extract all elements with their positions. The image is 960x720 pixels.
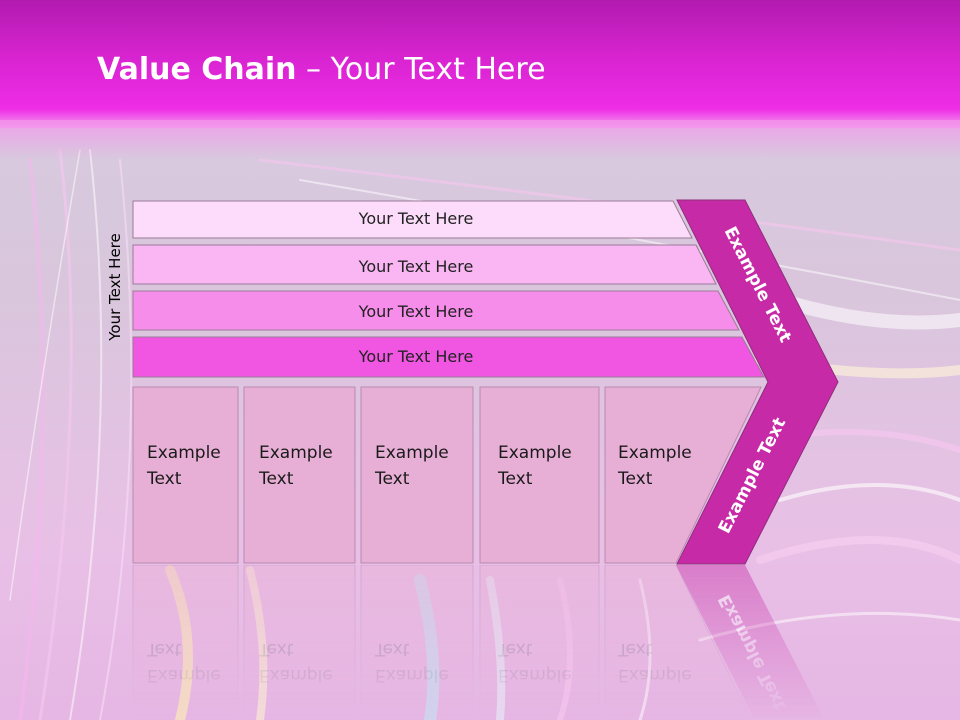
title-bar [0, 0, 960, 128]
support-bar-label-1: Your Text Here [358, 257, 474, 276]
slide-title: Value Chain – Your Text Here [97, 52, 546, 87]
reflection-box-1-line2: Text [258, 639, 294, 659]
primary-box-1-line2: Text [258, 469, 294, 489]
diagram-reflection: Example Text Example Text Example Text E… [132, 564, 825, 720]
support-bar-label-3: Your Text Here [358, 347, 474, 366]
primary-box-4-line1: Example [618, 443, 692, 463]
support-bar-3 [132, 336, 765, 378]
support-bar-label-0: Your Text Here [358, 209, 474, 228]
primary-box-1-line1: Example [259, 443, 333, 463]
reflection-box-0-line1: Example [147, 665, 221, 685]
reflection-box-3-line2: Text [497, 639, 533, 659]
support-bars: Your Text Here Your Text Here Your Text … [132, 200, 765, 378]
primary-box-3-line2: Text [497, 469, 533, 489]
reflection-box-2-line2: Text [374, 639, 410, 659]
support-bar-1 [132, 244, 717, 285]
primary-box-0-line2: Text [146, 469, 182, 489]
reflection-box-1 [243, 564, 356, 720]
title-rest-part: – Your Text Here [296, 52, 546, 87]
primary-box-2-line2: Text [374, 469, 410, 489]
title-bold-part: Value Chain [97, 52, 297, 87]
primary-box-0 [132, 386, 239, 564]
primary-box-0-line1: Example [147, 443, 221, 463]
reflection-arrow [676, 565, 825, 720]
primary-box-3 [479, 386, 600, 564]
reflection-box-3 [479, 564, 600, 720]
primary-box-4 [604, 386, 762, 564]
reflection-box-1-line1: Example [259, 665, 333, 685]
reflection-box-4-line2: Text [617, 639, 653, 659]
reflection-box-2 [360, 564, 474, 720]
reflection-box-0 [132, 564, 239, 720]
reflection-box-2-line1: Example [375, 665, 449, 685]
primary-box-2 [360, 386, 474, 564]
support-bar-2 [132, 290, 740, 331]
primary-box-2-line1: Example [375, 443, 449, 463]
reflection-box-4-line1: Example [618, 665, 692, 685]
reflection-box-4 [604, 564, 752, 720]
reflection-box-3-line1: Example [498, 665, 572, 685]
reflection-box-0-line2: Text [146, 639, 182, 659]
primary-box-3-line1: Example [498, 443, 572, 463]
margin-arrow-shape [676, 199, 839, 565]
primary-box-1 [243, 386, 356, 564]
support-bar-label-2: Your Text Here [358, 302, 474, 321]
primary-boxes: Example Text Example Text Example Text E… [132, 386, 762, 564]
title-glow [0, 120, 960, 160]
primary-box-4-line2: Text [617, 469, 653, 489]
support-bar-0 [132, 200, 693, 239]
